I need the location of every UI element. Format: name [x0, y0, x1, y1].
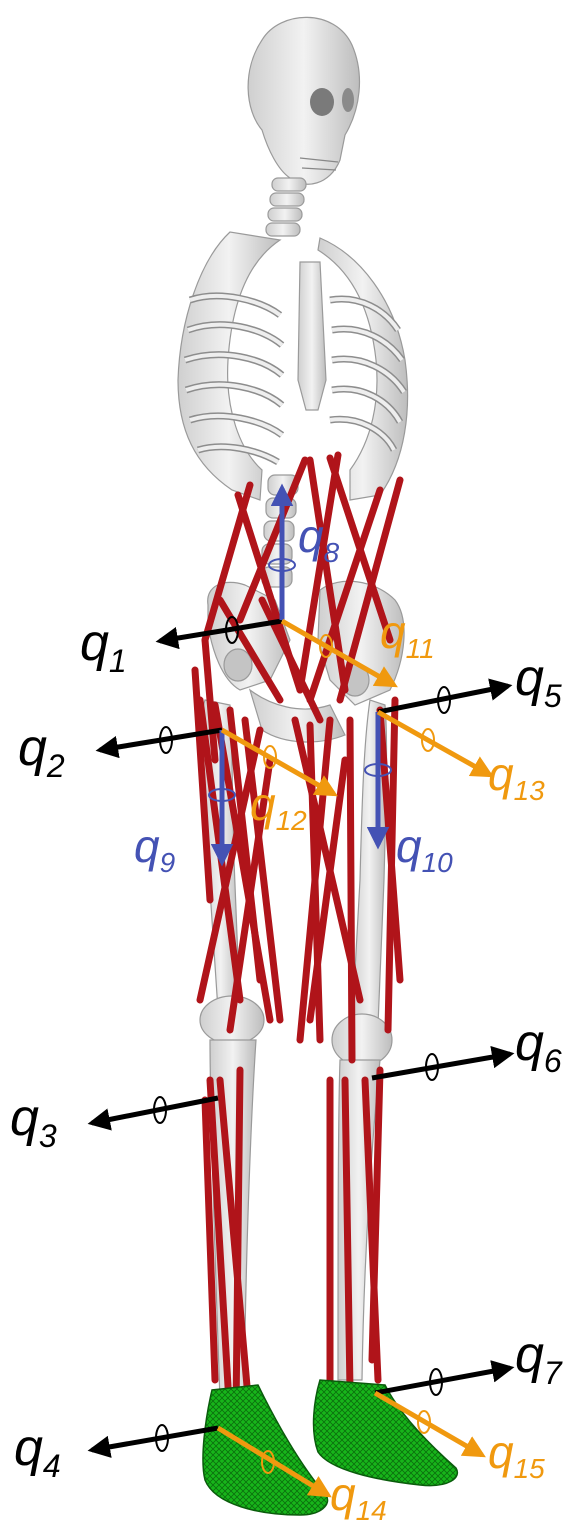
label-q10: q10: [396, 820, 453, 878]
label-q15: q15: [488, 1426, 545, 1484]
label-q2: q2: [18, 719, 65, 784]
label-q7: q7: [515, 1326, 563, 1391]
label-q12: q12: [250, 778, 307, 836]
label-q3: q3: [10, 1089, 57, 1154]
label-q11: q11: [380, 606, 435, 664]
knee-left: [332, 1014, 392, 1066]
skull: [248, 17, 359, 184]
label-q13: q13: [488, 748, 545, 806]
label-q9: q9: [134, 820, 175, 878]
label-q6: q6: [515, 1014, 562, 1079]
axis-q4: [92, 1428, 218, 1450]
foot-right: [203, 1385, 328, 1515]
label-q4: q4: [14, 1419, 61, 1484]
cervical-spine: [266, 178, 306, 236]
joint-axes: [92, 488, 510, 1495]
label-q1: q1: [80, 614, 127, 679]
label-q5: q5: [515, 649, 562, 714]
rib-cage: [178, 232, 408, 500]
axis-q6: [372, 1054, 510, 1078]
label-q8: q8: [298, 510, 340, 568]
